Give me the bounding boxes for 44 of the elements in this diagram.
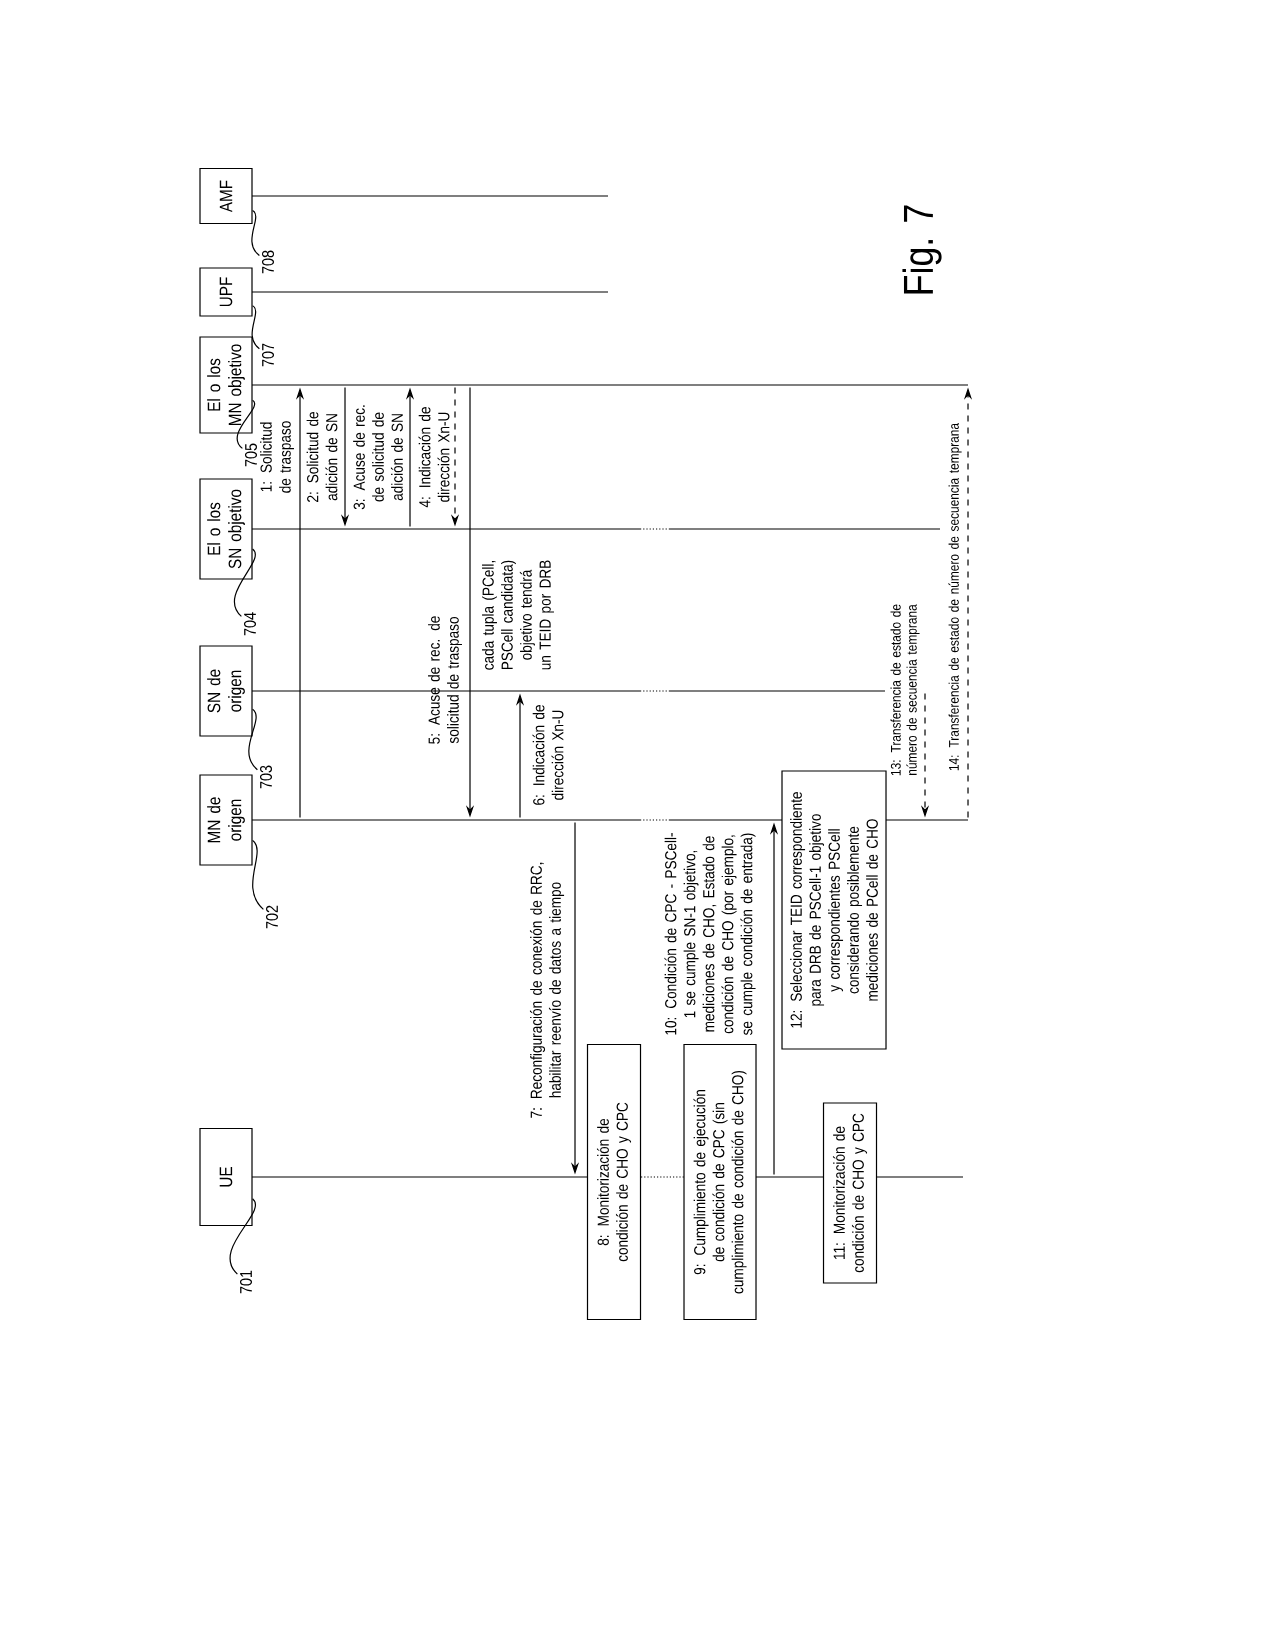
participant-box: UE	[199, 1127, 253, 1227]
edge-label: 10: Condición de CPC - PSCell-1 se cumple SN-1 objetivo, mediciones de CHO, Estado de condición de CHO (por ejemplo, se cumple condición de entrada)	[664, 833, 756, 1036]
reference-number: 707	[262, 343, 274, 367]
edge-label: 7: Reconfiguración de conexión de RRC, habilitar reenvío de datos a tiempo	[529, 862, 565, 1118]
edge-label: 1: Solicitud de traspaso	[260, 421, 294, 493]
participant-box: MN de origen	[199, 774, 253, 866]
lifeline	[251, 528, 941, 530]
edge-label: 14: Transferencia de estado de número de secuencia temprana	[948, 423, 962, 771]
reference-number: 705	[245, 443, 257, 467]
reference-number: 701	[240, 1270, 252, 1294]
leader-line	[236, 399, 256, 449]
leader-line	[234, 548, 256, 617]
lifeline	[251, 690, 886, 692]
participant-box: AMF	[199, 167, 253, 225]
leader-line	[251, 209, 260, 257]
edge-label: 4: Indicación de dirección Xn-U	[418, 407, 450, 508]
reference-number: 703	[260, 765, 272, 789]
edge-label: 5: Acuse de rec. de solicitud de traspaso	[428, 616, 462, 744]
edge-label: 3: Acuse de rec. de solicitud de adición de SN	[353, 405, 403, 510]
reference-number: 702	[266, 905, 278, 929]
reference-number: 704	[244, 612, 256, 636]
lifeline	[251, 291, 609, 293]
process-box: 11: Monitorización de condición de CHO y CPC	[822, 1102, 878, 1284]
edge-label: 2: Solicitud de adición de SN	[306, 412, 338, 502]
participant-box: El o los MN objetivo	[199, 336, 253, 434]
leader-line	[229, 1198, 256, 1275]
edge-label: 6: Indicación de dirección Xn-U	[532, 705, 564, 805]
lifeline	[251, 384, 969, 386]
leader-line	[252, 839, 264, 910]
process-box: 8: Monitorización de condición de CHO y CPC	[586, 1043, 642, 1321]
edge-label: 13: Transferencia de estado de número de secuencia temprana	[890, 604, 920, 776]
process-box: 12: Seleccionar TEID correspondiente para DRB de PSCell-1 objetivo y correspondientes PSCell considerando posiblemente mediciones de PCell de CHO	[781, 770, 887, 1050]
participant-box: SN de origen	[199, 645, 253, 737]
leader-line	[251, 305, 260, 350]
lifeline	[251, 1176, 964, 1178]
process-box: 9: Cumplimiento de ejecución de condición de CPC (sin cumplimiento de condición de CHO)	[683, 1043, 757, 1321]
reference-number: 708	[262, 250, 274, 274]
figure-label: Fig. 7	[902, 205, 942, 294]
lifeline	[251, 819, 969, 821]
note-text: cada tupla (PCell, PSCell candidata) objetivo tendrá un TEID por DRB	[482, 560, 554, 670]
lifeline	[251, 195, 609, 197]
leader-line	[248, 708, 258, 771]
participant-box: El o los SN objetivo	[199, 478, 253, 580]
participant-box: UPF	[199, 267, 253, 317]
